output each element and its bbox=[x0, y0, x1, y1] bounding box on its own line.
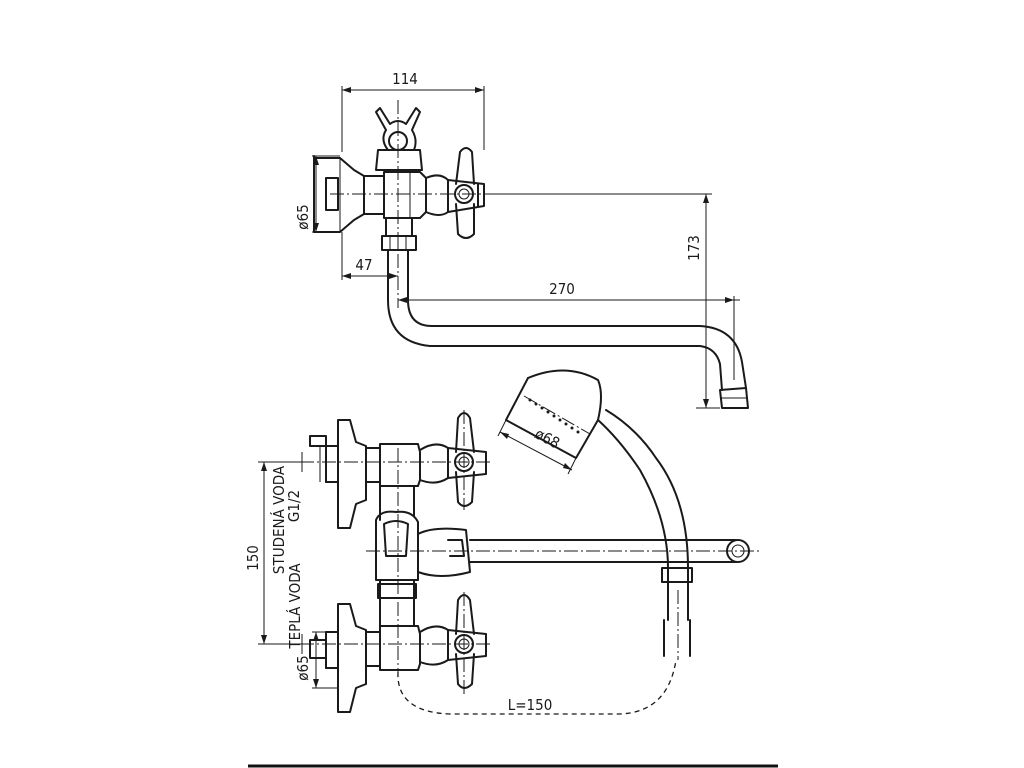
dim-spout-length-label: 270 bbox=[549, 280, 575, 298]
dim-width-label: 114 bbox=[392, 70, 418, 88]
thread-label: G1/2 bbox=[285, 490, 303, 522]
dim-flange-label: ø65 bbox=[294, 204, 312, 229]
hot-inlet bbox=[309, 603, 421, 713]
dim-spout-height: 173 bbox=[484, 193, 720, 409]
cross-handle-top bbox=[425, 147, 485, 239]
spout-top bbox=[387, 249, 749, 409]
dim-hose-label: L=150 bbox=[508, 696, 553, 714]
front-view: ø68 L=150 150 STUDENÁ VODA G1/2 bbox=[244, 369, 760, 715]
dim-width-top: 114 bbox=[341, 70, 485, 152]
dim-flange-front-label: ø65 bbox=[294, 655, 312, 680]
cold-water-label: STUDENÁ VODA bbox=[269, 465, 288, 574]
dim-spacing-label: 150 bbox=[244, 545, 262, 571]
center-lines-front bbox=[300, 410, 760, 694]
dim-flange-front: ø65 bbox=[294, 631, 338, 689]
dim-spacing-front: 150 STUDENÁ VODA G1/2 TEPLÁ VODA bbox=[244, 452, 304, 654]
cross-handle-cold bbox=[419, 412, 487, 507]
dim-spout-length: 270 bbox=[398, 280, 735, 380]
cross-handle-hot bbox=[419, 594, 487, 689]
valve-body-top bbox=[363, 107, 427, 251]
dim-offset: 47 bbox=[341, 232, 398, 280]
dim-spout-height-label: 173 bbox=[685, 235, 703, 261]
top-view: 114 ø65 bbox=[294, 70, 749, 409]
hand-shower: ø68 bbox=[497, 369, 693, 657]
mixer-body bbox=[375, 485, 471, 627]
hot-water-label: TEPLÁ VODA bbox=[285, 563, 304, 650]
dim-offset-label: 47 bbox=[355, 256, 372, 274]
hose: L=150 bbox=[397, 659, 677, 715]
shower-nozzles bbox=[528, 398, 580, 434]
